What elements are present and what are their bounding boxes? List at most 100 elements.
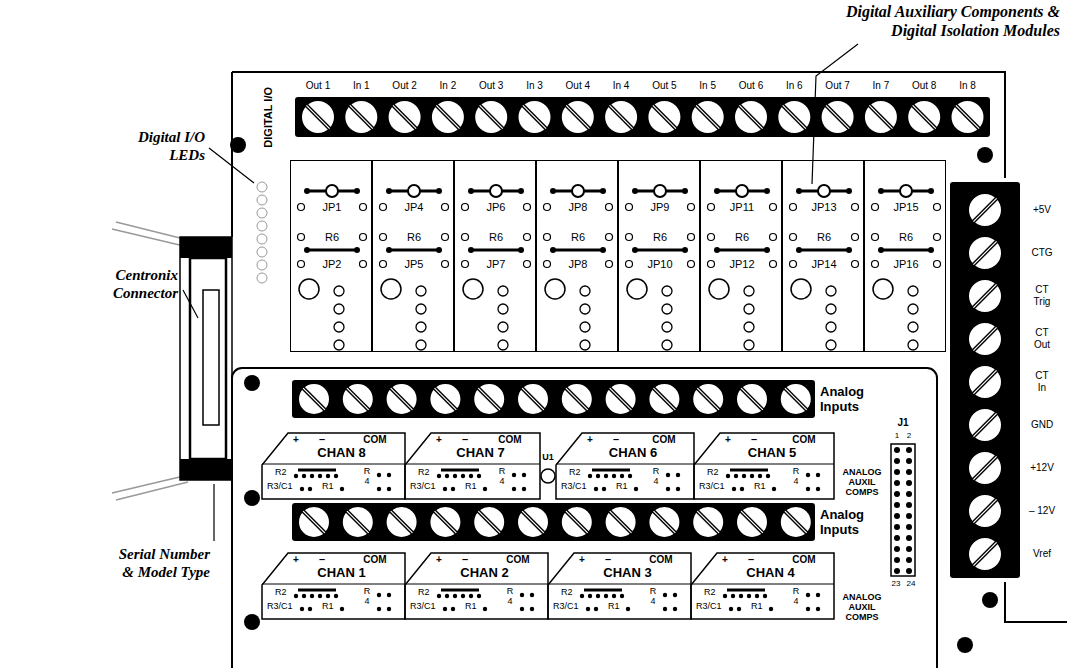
pin-number: 2 — [907, 431, 911, 440]
component-label: U1 — [542, 452, 554, 462]
module-pin — [744, 286, 754, 296]
solder-pad — [442, 234, 449, 241]
jumper-pin — [354, 247, 360, 253]
component-pad — [326, 594, 330, 598]
screw-slot — [973, 413, 996, 436]
screw-slot — [435, 388, 457, 410]
terminal-label: Vref — [1033, 548, 1051, 560]
component-pad — [377, 487, 381, 491]
component-pad — [308, 487, 312, 491]
module-pin — [580, 322, 590, 332]
header-pin — [906, 557, 912, 563]
component-label: R1 — [322, 481, 334, 491]
terminal-strip — [292, 503, 815, 541]
jumper-pin — [878, 188, 884, 194]
jumper-pin — [386, 247, 392, 253]
component-pad — [737, 607, 741, 611]
component-area-line — [548, 584, 691, 585]
screw-slot — [785, 511, 807, 533]
terminal-label: COM — [363, 434, 386, 446]
screw-head — [473, 383, 505, 415]
screw-slot — [347, 388, 369, 410]
screw-slot — [739, 105, 762, 128]
jumper-pin — [468, 188, 474, 194]
solder-pad — [770, 204, 777, 211]
channel-label: CHAN 7 — [456, 446, 504, 461]
analog-panel — [232, 368, 937, 668]
screw-head — [561, 383, 593, 415]
screw-head — [968, 408, 1002, 442]
jumper-pin — [600, 188, 606, 194]
terminal-label: Out 5 — [652, 80, 676, 92]
component-pad — [663, 607, 667, 611]
resistor-label: R6 — [817, 231, 831, 244]
channel-outline — [548, 553, 691, 619]
header-label: J1 — [897, 417, 908, 429]
module-art — [865, 161, 944, 350]
component-pad — [483, 607, 487, 611]
screw-terminal — [968, 365, 1002, 399]
screw-slot — [973, 284, 996, 307]
jumper-label: JP8 — [569, 201, 588, 214]
component-pad — [302, 474, 306, 478]
screw-terminal — [968, 494, 1002, 528]
jumper-pin — [928, 188, 934, 194]
screw-terminal — [605, 506, 637, 538]
solder-pad — [380, 204, 387, 211]
header-pin — [906, 458, 912, 464]
jumper-bar — [730, 469, 768, 472]
channel-box: +–COMCHAN 8R2R3/C1R1R 4 — [262, 433, 405, 499]
ic-symbol — [541, 469, 555, 483]
screw-slot — [783, 105, 806, 128]
screw-terminal — [473, 506, 505, 538]
screw-slot — [973, 413, 996, 436]
jumper-label: JP7 — [487, 258, 506, 271]
component-area-line — [556, 464, 694, 465]
header-pin — [906, 469, 912, 475]
screw-row — [298, 506, 812, 538]
terminal-strip — [292, 380, 815, 418]
screw-terminal — [821, 100, 855, 134]
component-label: R2 — [704, 587, 716, 597]
screw-slot — [973, 327, 996, 350]
component-pad — [326, 474, 330, 478]
component-label: R2 — [418, 587, 430, 597]
jumper-pin — [796, 247, 802, 253]
component-pad — [522, 473, 526, 477]
screw-terminal — [864, 100, 898, 134]
solder-pad — [360, 204, 367, 211]
screw-head — [518, 100, 552, 134]
component-pad — [769, 607, 773, 611]
screw-slot — [654, 388, 676, 410]
screw-slot — [869, 105, 892, 128]
component-pad — [318, 474, 322, 478]
mounting-hole — [244, 614, 260, 630]
module-pin — [744, 340, 754, 350]
screw-slot — [913, 105, 936, 128]
module-pin — [498, 340, 508, 350]
header-pin — [894, 568, 900, 574]
solder-pad — [524, 204, 531, 211]
component-pad — [588, 474, 592, 478]
screw-slot — [654, 388, 676, 410]
channel-box: +–COMCHAN 7R2R3/C1R1R 4 — [405, 433, 540, 499]
component-label: R2 — [569, 467, 581, 477]
screw-slot — [566, 511, 588, 533]
screw-slot — [973, 284, 996, 307]
screw-head — [968, 236, 1002, 270]
callout-label: Centronix Connector — [83, 266, 178, 302]
screw-slot — [973, 241, 996, 264]
component-label: R1 — [465, 601, 477, 611]
screw-head — [605, 506, 637, 538]
component-pad — [732, 487, 736, 491]
screw-terminal — [344, 100, 378, 134]
screw-slot — [610, 511, 632, 533]
header-pin — [894, 502, 900, 508]
component-pad — [604, 594, 608, 598]
solder-pad — [872, 261, 879, 268]
module-pin — [662, 340, 672, 350]
terminal-label: Out 1 — [306, 80, 330, 92]
screw-slot — [783, 105, 806, 128]
component-pad — [734, 474, 738, 478]
board-outline — [232, 72, 1067, 622]
